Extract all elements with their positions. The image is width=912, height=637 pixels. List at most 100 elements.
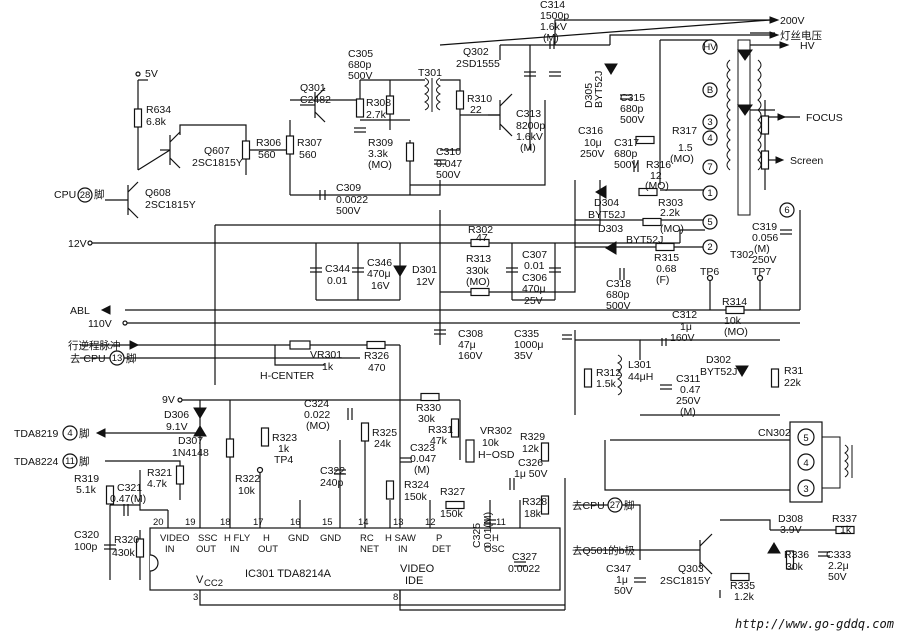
c319-value: 0.056 [752,232,778,244]
vr301-value: 1k [322,361,334,373]
c312-voltage: 160V [670,332,695,344]
c316-voltage: 250V [580,148,605,160]
label-cpu27: 去CPU [572,500,605,512]
t302-pin-2: 2 [702,239,718,255]
r308-label: R308 [366,97,391,109]
q302-label: Q302 [463,46,489,58]
svg-text:19: 19 [185,517,196,528]
r307-label: R307 [297,137,322,149]
r326-symbol [366,340,386,350]
r331-label: R331 [428,424,453,436]
watermark-url: http://www.go-gddq.com [735,617,894,631]
r328-label: R328 [522,496,547,508]
t302-pin-1: 1 [702,185,718,201]
l301-label: L301 [628,359,652,371]
r306-label: R306 [256,137,281,149]
svg-text:2: 2 [707,242,712,253]
t302-pin-7: 7 [702,159,718,175]
c327-value: 0.0022 [508,563,540,575]
ic301-pin-20: 20 VIDEO IN [153,517,190,555]
c320-value: 100p [74,541,98,553]
r319-value: 5.1k [76,484,97,496]
ic301-pin-3: 3 [193,592,198,603]
c315-voltage: 500V [620,114,645,126]
c312-value: 1μ [680,321,692,333]
c324-value: 0.022 [304,409,330,421]
r317-label: R317 [672,125,697,137]
tp6-label: TP6 [700,266,719,278]
c311-type: (M) [680,406,696,418]
r323-label: R323 [272,432,297,444]
r313-label: R313 [466,253,491,265]
ic301-vcc: V [196,574,204,586]
r327-value: 150k [440,508,464,520]
c313-label: C313 [516,108,541,120]
label-110v: 110V [88,318,112,330]
c346-label: C346 [367,257,392,269]
label-12v: 12V [68,238,87,250]
r320-value: 430k [112,547,136,559]
r335-value: 1.2k [734,591,755,603]
cpu28-pin: 28 [80,190,91,201]
q608-symbol [105,181,139,219]
component-labels: R634 6.8k Q607 2SC1815Y Q608 2SC1815Y R3… [74,0,857,603]
svg-text:IN: IN [230,544,240,555]
c318-label: C318 [606,278,631,290]
label-200v: 200V [780,15,805,27]
c324-label: C324 [304,398,329,410]
r310-label: R310 [467,93,492,105]
r314-type: (MO) [724,326,748,338]
t302-pin-hv: HV [702,39,718,55]
vr302-label: VR302 [480,425,512,437]
d304-label: D304 [594,197,619,209]
r315-label: R315 [654,252,679,264]
q301-symbol [300,87,326,123]
r315-type: (F) [656,274,669,286]
d305-label: D305 [583,83,595,108]
cpu27-suffix: 脚 [624,499,635,512]
d302-type: BYT52J [700,366,737,378]
ic301-pin-16: 16 GND [288,517,309,544]
svg-text:H FLY: H FLY [224,533,251,544]
r328-value: 18k [524,508,542,520]
svg-text:3: 3 [707,117,712,128]
svg-text:15: 15 [322,517,333,528]
tp7-label: TP7 [752,266,771,278]
label-focus: FOCUS [806,112,843,124]
r337-value: 1k [840,524,852,536]
r309-label: R309 [368,137,393,149]
c347-label: C347 [606,563,631,575]
r317-value: 1.5 [678,142,693,154]
ic301-ide-label: IDE [405,575,423,587]
r324-value: 150k [404,491,428,503]
r314-value: 10k [724,315,742,327]
r31-label: R31 [784,365,803,377]
ic301-name: IC301 TDA8214A [245,568,332,580]
svg-text:14: 14 [358,517,369,528]
r330-value: 30k [418,413,436,425]
r312-symbol [583,368,593,388]
c317-value: 680p [614,148,638,160]
r634-label: R634 [146,104,171,116]
c322-value: 240p [320,477,344,489]
q608-label: Q608 [145,187,171,199]
d307-label: D307 [178,435,203,447]
r309-value: 3.3k [368,148,389,160]
c309-voltage: 500V [336,205,361,217]
q302-symbol [488,93,513,137]
c335-voltage: 35V [514,350,533,362]
r337-label: R337 [832,513,857,525]
cn302-connector: 5 4 3 CN302 [758,421,853,503]
r308-symbol [355,98,365,118]
svg-text:12: 12 [425,517,436,528]
svg-text:11: 11 [496,517,506,528]
ic301-pin-17: 17 H OUT [253,517,278,555]
svg-text:13: 13 [393,517,404,528]
r306-value: 560 [258,149,276,161]
c311-value: 0.47 [680,384,701,396]
ic301-pin-15: 15 GND [320,517,341,544]
r303-value: 2.2k [660,207,681,219]
svg-text:3: 3 [803,484,808,495]
d303-type: BYT52J [626,234,663,246]
r325-value: 24k [374,438,392,450]
